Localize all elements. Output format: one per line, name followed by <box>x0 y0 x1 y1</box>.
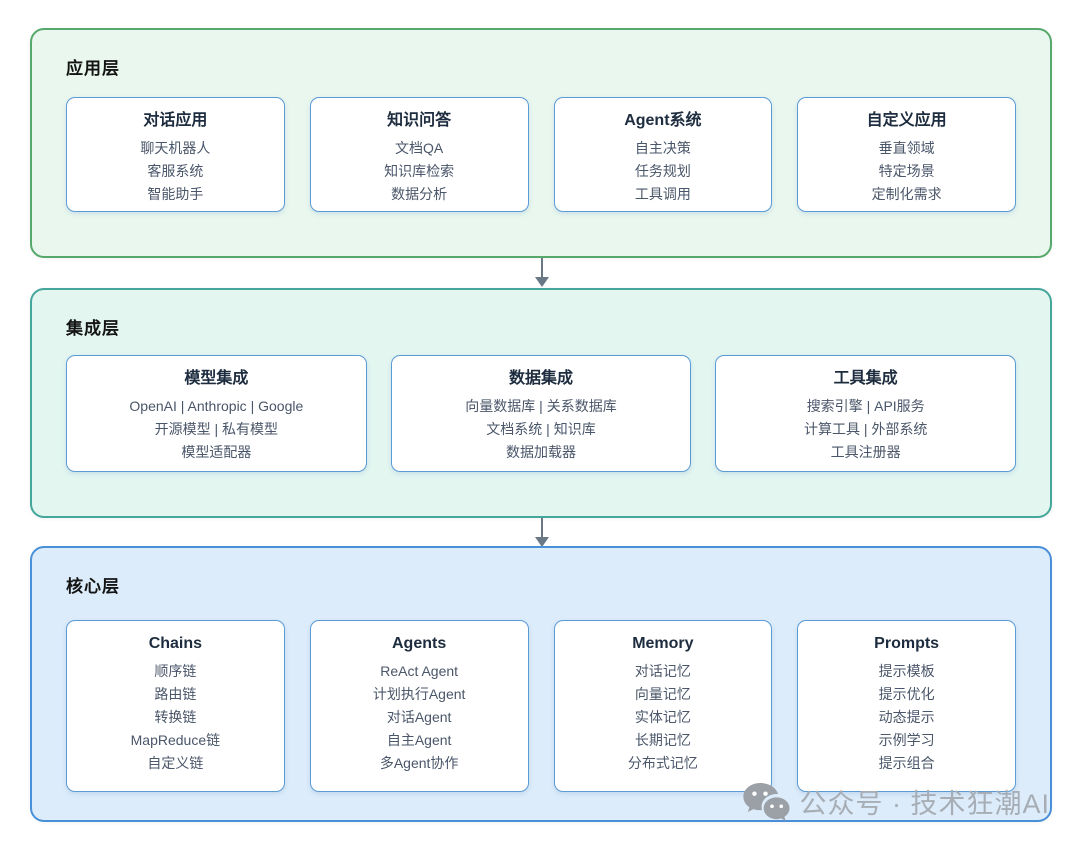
card-item: 对话Agent <box>386 709 452 725</box>
card-item: 聊天机器人 <box>140 140 211 156</box>
watermark: 公众号 · 技术狂潮AI <box>742 779 1050 823</box>
card-item: 搜索引擎 | API服务 <box>806 398 925 414</box>
card-title: Agent系统 <box>624 112 702 129</box>
card-item: 长期记忆 <box>634 732 691 748</box>
card-integration-0: 模型集成 OpenAI | Anthropic | Google 开源模型 | 私有… <box>66 355 367 472</box>
card-item: 提示优化 <box>878 686 935 702</box>
layer-application-title: 应用层 <box>66 59 120 78</box>
card-item: 向量数据库 | 关系数据库 <box>465 398 617 414</box>
layer-application: 应用层 对话应用聊天机器人客服系统智能助手 知识问答文档QA 知识库检索数据分析 Ag… <box>30 28 1052 258</box>
card-item: 定制化需求 <box>871 186 942 202</box>
card-item: 计算工具 | 外部系统 <box>803 421 928 437</box>
card-title: Prompts <box>874 635 940 652</box>
card-item: 文档系统 | 知识库 <box>486 421 596 437</box>
card-item: 分布式记忆 <box>627 755 698 771</box>
card-item: 自主决策 <box>634 140 691 156</box>
card-core-0: Chains 顺序链路由链转换链 MapReduce链自定义链 <box>66 620 285 792</box>
card-item: 数据分析 <box>391 186 448 202</box>
card-title: Agents <box>392 635 447 652</box>
card-item: 文档QA <box>395 140 444 156</box>
down-arrow-icon <box>534 258 550 288</box>
card-item: 向量记忆 <box>634 686 691 702</box>
arrow-shaft <box>541 518 543 538</box>
card-title: Chains <box>148 635 203 652</box>
card-title: Memory <box>632 635 694 652</box>
card-title: 对话应用 <box>143 112 208 129</box>
card-item: 自主Agent <box>386 732 452 748</box>
card-item: OpenAI | Anthropic | Google <box>129 398 304 414</box>
card-item: 工具调用 <box>634 186 691 202</box>
card-title: 知识问答 <box>387 112 452 129</box>
card-core-2: Memory 对话记忆向量记忆实体记忆长期记忆分布式记忆 <box>553 620 773 792</box>
card-item: 路由链 <box>154 686 197 702</box>
card-item: 提示模板 <box>878 663 935 679</box>
card-title: 数据集成 <box>509 370 574 387</box>
card-item: 垂直领域 <box>878 140 935 156</box>
arrow-head <box>535 537 549 547</box>
card-item: 自定义链 <box>147 755 204 771</box>
card-item: 客服系统 <box>147 163 204 179</box>
card-item: 顺序链 <box>154 663 197 679</box>
card-item: 开源模型 | 私有模型 <box>154 421 279 437</box>
layer-core-title: 核心层 <box>66 577 120 596</box>
layer-integration: 集成层 模型集成 OpenAI | Anthropic | Google 开源模型 … <box>30 288 1052 518</box>
card-title: 工具集成 <box>833 370 898 387</box>
down-arrow-icon <box>534 518 550 547</box>
card-item: 动态提示 <box>878 709 935 725</box>
card-item: 数据加载器 <box>506 444 576 460</box>
wechat-icon <box>743 782 791 821</box>
card-item: 任务规划 <box>634 163 691 179</box>
card-item: 计划执行Agent <box>372 686 466 702</box>
layer-integration-title: 集成层 <box>66 319 120 338</box>
card-application-0: 对话应用聊天机器人客服系统智能助手 <box>66 97 285 212</box>
layer-integration-cards: 模型集成 OpenAI | Anthropic | Google 开源模型 | 私有… <box>66 355 1017 472</box>
card-application-3: 自定义应用垂直领域特定场景定制化需求 <box>797 97 1016 212</box>
card-item: 示例学习 <box>878 732 935 748</box>
card-core-3: Prompts 提示模板提示优化动态提示示例学习提示组合 <box>797 620 1016 792</box>
card-item: MapReduce链 <box>130 732 221 748</box>
card-item: 知识库检索 <box>384 163 455 179</box>
watermark-text: 公众号 · 技术狂潮AI <box>799 788 1050 819</box>
card-title: 自定义应用 <box>866 112 947 129</box>
card-item: 工具注册器 <box>830 444 901 460</box>
arrow-head <box>535 277 549 287</box>
card-item: 智能助手 <box>147 186 204 202</box>
card-integration-2: 工具集成搜索引擎 | API服务计算工具 | 外部系统工具注册器 <box>715 355 1017 472</box>
card-item: 特定场景 <box>878 163 935 179</box>
card-item: ReAct Agent <box>380 663 459 679</box>
card-item: 提示组合 <box>878 755 935 771</box>
card-item: 转换链 <box>154 709 197 725</box>
card-application-2: Agent系统自主决策任务规划工具调用 <box>553 97 773 212</box>
layer-application-cards: 对话应用聊天机器人客服系统智能助手 知识问答文档QA 知识库检索数据分析 Agent系… <box>66 97 1016 212</box>
card-application-1: 知识问答文档QA 知识库检索数据分析 <box>309 97 529 212</box>
card-item: 对话记忆 <box>634 663 691 679</box>
arrow-shaft <box>541 258 543 278</box>
card-integration-1: 数据集成向量数据库 | 关系数据库文档系统 | 知识库数据加载器 <box>390 355 692 472</box>
card-title: 模型集成 <box>184 370 249 387</box>
card-item: 模型适配器 <box>181 444 252 460</box>
card-item: 实体记忆 <box>634 709 691 725</box>
card-item: 多Agent协作 <box>379 755 459 771</box>
